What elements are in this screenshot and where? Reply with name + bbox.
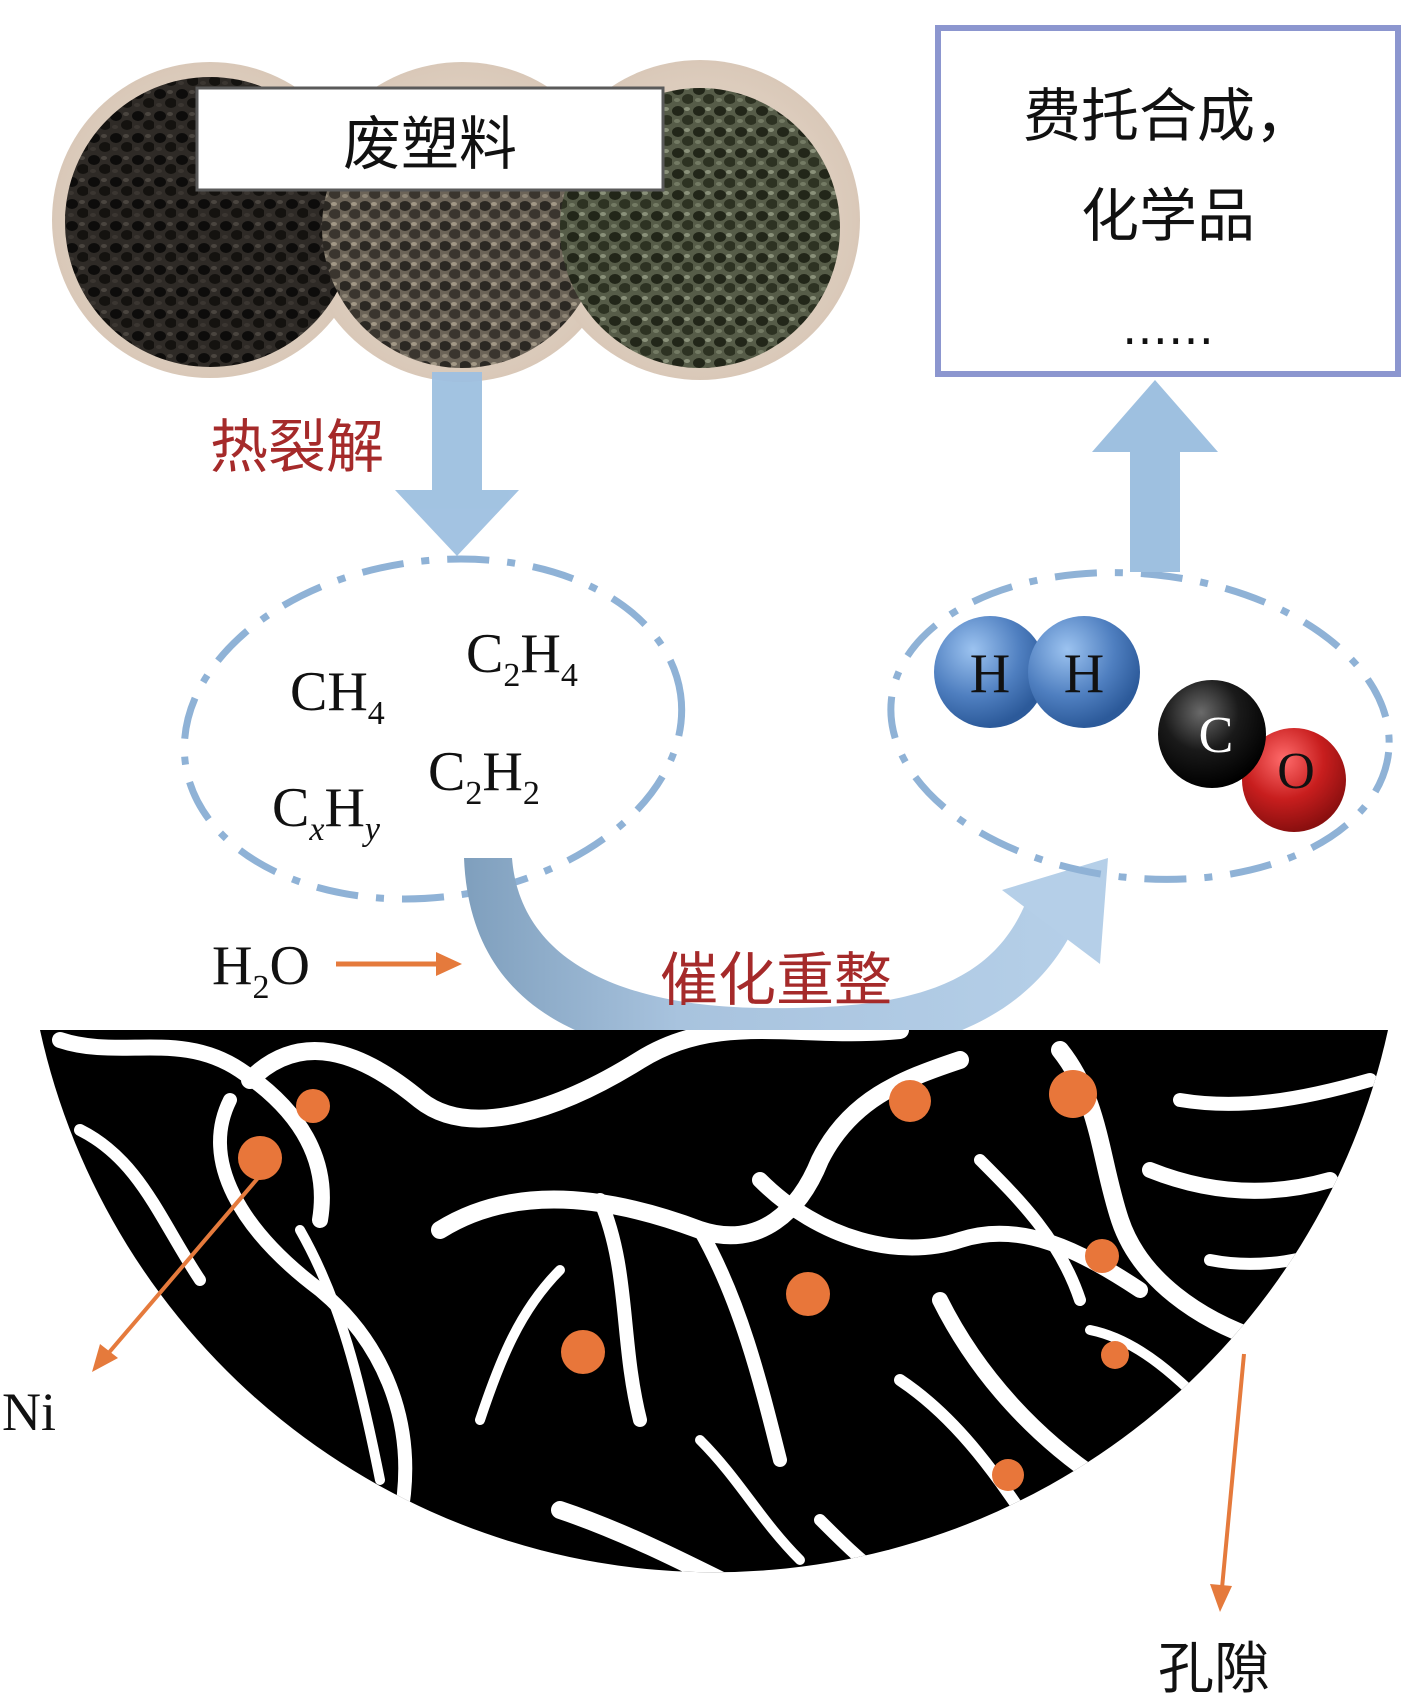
syngas-ellipse <box>887 569 1393 883</box>
carbon-monoxide-molecule: C O <box>1158 680 1346 832</box>
hydrocarbon-gas-ellipse <box>180 555 686 903</box>
formula-cxhy: CxHy <box>272 777 381 848</box>
hydrogen-atom-right-label: H <box>1064 643 1104 705</box>
ni-label: Ni <box>2 1382 56 1442</box>
ni-particles <box>238 1070 1129 1558</box>
product-arrow <box>1092 380 1218 572</box>
hydrogen-atom-right <box>1028 616 1140 728</box>
water-input-arrow <box>336 952 462 976</box>
waste-plastic-label: 废塑料 <box>343 110 517 178</box>
waste-plastic-label-box <box>195 86 665 192</box>
formula-ch4: CH4 <box>290 661 385 732</box>
ni-pointer-arrow <box>92 1176 260 1372</box>
carbon-atom-label: C <box>1199 707 1234 764</box>
pore-pointer-arrow <box>1210 1353 1246 1612</box>
catalytic-reforming-arrow <box>464 858 1108 1062</box>
pyrolysis-arrow <box>395 372 519 556</box>
carbon-atom <box>1158 680 1266 788</box>
formula-c2h2: C2H2 <box>428 741 540 812</box>
products-line-2: 化学品 <box>1081 182 1255 250</box>
hydrogen-atom-left <box>934 616 1046 728</box>
formula-c2h4: C2H4 <box>466 623 578 694</box>
hydrogen-atom-left-label: H <box>970 643 1010 705</box>
oxygen-atom-label: O <box>1277 743 1315 800</box>
catalyst-pores <box>52 1030 1377 1573</box>
pyrolysis-label: 热裂解 <box>210 413 384 481</box>
pore-label: 孔隙 <box>1158 1637 1270 1695</box>
products-box <box>935 25 1401 377</box>
oxygen-atom <box>1242 728 1346 832</box>
hydrogen-molecule: H H <box>934 616 1140 728</box>
products-line-1: 费托合成， <box>1023 82 1313 150</box>
formula-h2o: H2O <box>212 935 310 1006</box>
catalytic-reforming-label: 催化重整 <box>660 946 892 1014</box>
porous-catalyst <box>40 1030 1388 1573</box>
products-line-3: …… <box>1122 301 1214 355</box>
